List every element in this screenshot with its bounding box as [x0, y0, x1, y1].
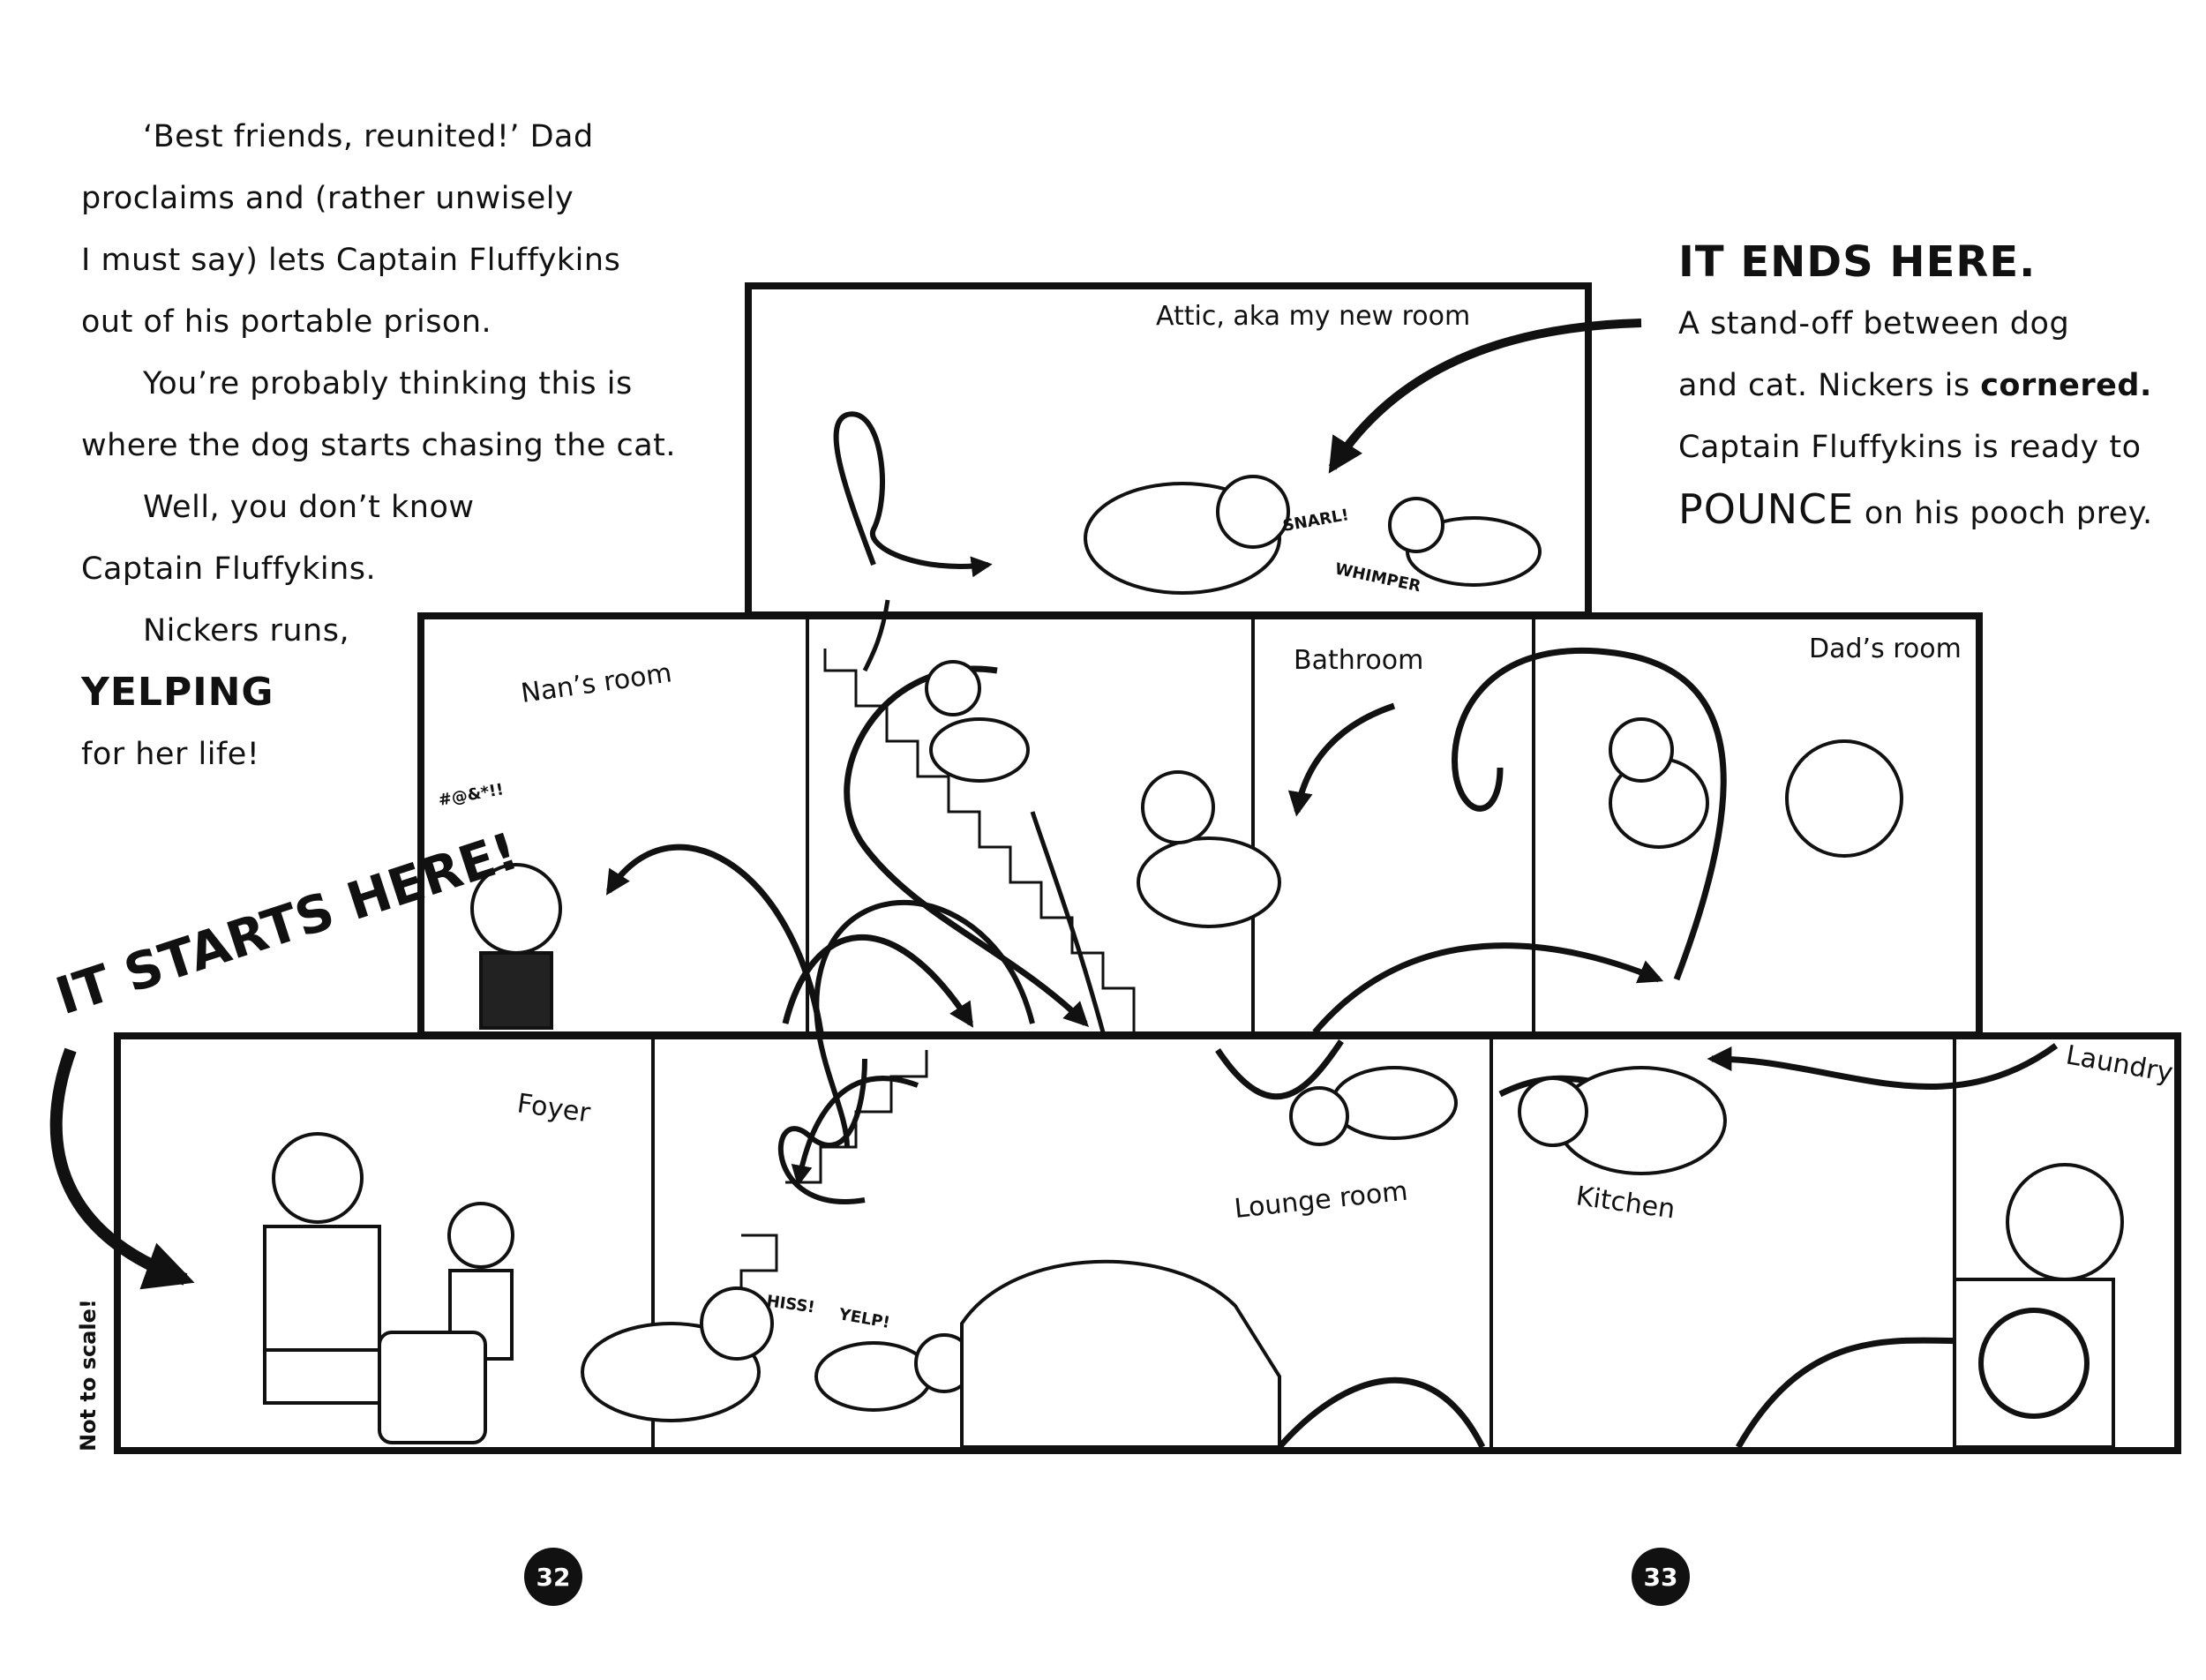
story-line: POUNCE on his pooch prey. [1678, 478, 2172, 544]
chase-arrow [782, 934, 974, 1028]
ends-here-heading: IT ENDS HERE. [1678, 237, 2037, 287]
dog-nickers-dads-room [1609, 717, 1709, 849]
story-line: Well, you don’t know [143, 490, 475, 525]
story-line-yelping: YELPING [81, 670, 274, 715]
chase-arrow [833, 411, 993, 578]
chase-arrow [1215, 1039, 1344, 1100]
story-line: and cat. Nickers is cornered. [1678, 355, 2172, 416]
not-to-scale-note: Not to scale! [76, 1299, 101, 1451]
chase-arrow [777, 1058, 867, 1204]
room-label-kitchen: Kitchen [1574, 1181, 1677, 1225]
chase-arrow [1287, 702, 1396, 817]
chase-arrow [1707, 1043, 2059, 1090]
chase-arrow [1312, 942, 1664, 1035]
story-text-left: ‘Best friends, reunited!’ Dad proclaims … [81, 106, 681, 785]
story-line: for her life! [81, 737, 260, 772]
story-text-right: IT ENDS HERE. A stand-off between dog an… [1678, 231, 2172, 544]
lounge-sofa [960, 1259, 1281, 1449]
story-line: out of his portable prison. [81, 304, 492, 340]
chase-arrow [814, 900, 1035, 1148]
ends-here-arrow [1328, 319, 1642, 474]
chase-arrow [862, 599, 890, 672]
story-fragment: on his pooch prey. [1854, 496, 2153, 531]
chase-arrow [1277, 1376, 1486, 1450]
chase-arrow [1735, 1328, 1982, 1449]
dog-nickers-foyer [814, 1333, 974, 1412]
cat-captain-fluffykins-stairs [1137, 770, 1281, 928]
story-emphasis: POUNCE [1678, 485, 1855, 533]
chase-arrow [844, 665, 1089, 1027]
sfx-nan-swear: #@&*!! [437, 780, 505, 810]
starts-here-arrow [49, 1047, 195, 1290]
dog-nickers-lounge [1289, 1066, 1458, 1146]
story-line: Nickers runs, [143, 613, 350, 649]
nan-character [470, 863, 562, 1030]
sfx-snarl: SNARL! [1281, 506, 1350, 536]
chase-arrow [791, 1076, 919, 1187]
story-line: I must say) lets Captain Fluffykins [81, 243, 621, 278]
room-label-foyer: Foyer [515, 1088, 593, 1129]
room-label-dads-room: Dad’s room [1809, 634, 1962, 664]
sfx-hiss: HISS! [765, 1292, 815, 1316]
washing-machine [1953, 1278, 2115, 1449]
sfx-whimper: WHIMPER [1333, 559, 1422, 596]
story-line: A stand-off between dog [1678, 306, 2070, 341]
staircase-upper [823, 649, 1136, 1032]
story-line: Captain Fluffykins. [81, 551, 377, 587]
room-label-nans-room: Nan’s room [519, 657, 673, 709]
room-label-laundry: Laundry [2064, 1039, 2175, 1089]
room-label-bathroom: Bathroom [1294, 645, 1423, 676]
story-line: Captain Fluffykins is ready to [1678, 430, 2142, 465]
starts-here-callout: IT STARTS HERE! [49, 821, 525, 1026]
room-label-attic: Attic, aka my new room [1156, 301, 1470, 332]
page-number-left: 32 [524, 1548, 582, 1606]
cat-captain-fluffykins-foyer [581, 1286, 774, 1422]
dog-nickers-attic [1388, 497, 1542, 587]
story-emphasis: cornered. [1980, 368, 2152, 403]
dad-character [263, 1132, 381, 1405]
story-line: You’re probably thinking this is [143, 366, 633, 401]
room-label-lounge: Lounge room [1233, 1176, 1409, 1225]
story-fragment: and cat. Nickers is [1678, 368, 1981, 403]
cat-captain-fluffykins-dads-room [1785, 739, 1903, 858]
cat-captain-fluffykins-attic [1084, 475, 1290, 595]
chase-arrow [1452, 648, 1727, 981]
story-line: ‘Best friends, reunited!’ Dad [143, 119, 594, 154]
dog-nickers-stairs [925, 660, 1030, 783]
story-line: proclaims and (rather unwisely [81, 181, 574, 216]
chase-arrow [1030, 811, 1106, 1033]
cat-captain-fluffykins-kitchen [1518, 1066, 1727, 1175]
sfx-yelp: YELP! [837, 1305, 891, 1332]
page-number-right: 33 [1632, 1548, 1690, 1606]
story-line: where the dog starts chasing the cat. [81, 428, 676, 463]
pet-carrier [378, 1331, 487, 1444]
cat-captain-fluffykins-laundry [2006, 1163, 2124, 1281]
